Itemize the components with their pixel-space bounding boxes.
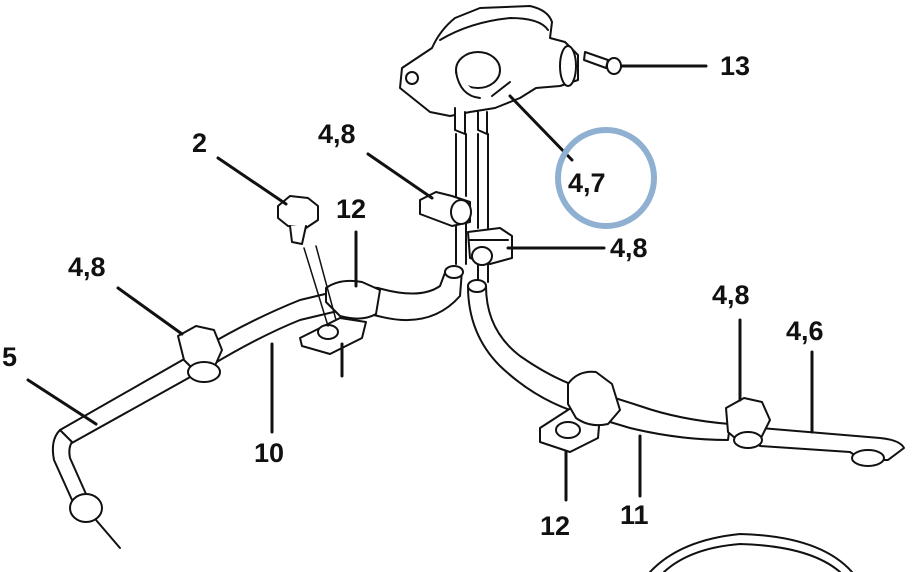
clip-left: [177, 325, 223, 383]
label-11: 11: [620, 500, 649, 530]
label-4-6: 4,6: [786, 316, 824, 346]
elbow-cover: [325, 279, 381, 320]
screw-13: [583, 51, 622, 75]
highlight-circle: [555, 127, 657, 229]
label-4-8-right: 4,8: [712, 280, 750, 310]
sensor-tubes: [455, 133, 489, 283]
clip-right: [725, 397, 771, 449]
sensor-assembly: [399, 5, 579, 135]
bolt-2: [277, 195, 337, 327]
collar-11: [567, 370, 621, 427]
label-10: 10: [254, 438, 284, 468]
label-12-top: 12: [336, 194, 366, 224]
clip-upper: [419, 191, 472, 227]
label-4-7: 4,7: [568, 168, 606, 198]
label-12-bottom: 12: [540, 511, 570, 541]
leader-lines: [26, 64, 814, 502]
housing-bottom-right: [649, 533, 853, 572]
label-5: 5: [2, 342, 17, 372]
label-13: 13: [720, 51, 750, 81]
bracket-plate-left: [299, 317, 367, 355]
clip-middle: [467, 227, 513, 266]
label-4-8-top: 4,8: [318, 119, 356, 149]
hose-network: [51, 265, 905, 549]
label-4-8-left: 4,8: [68, 252, 106, 282]
label-4-8-middle: 4,8: [610, 233, 648, 263]
label-2: 2: [192, 128, 207, 158]
